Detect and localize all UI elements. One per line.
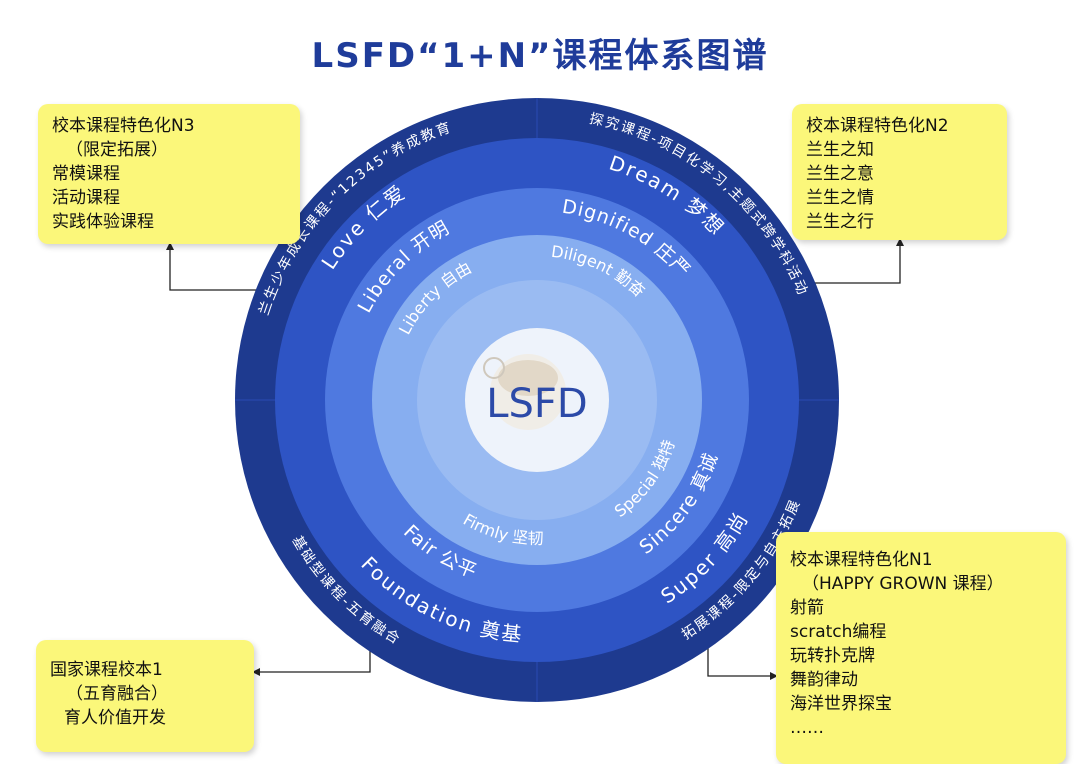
note-line: （HAPPY GROWN 课程） — [802, 574, 1004, 594]
connector-n2 — [790, 240, 901, 284]
center-label: LSFD — [486, 381, 587, 427]
note-line: 活动课程 — [52, 188, 120, 208]
note-line: （五育融合） — [66, 684, 168, 704]
note-line: 舞韵律动 — [790, 670, 858, 690]
note-line: 玩转扑克牌 — [790, 646, 875, 666]
note-line: （限定拓展） — [66, 140, 168, 160]
connector-n3 — [169, 244, 278, 291]
note-line: …… — [790, 718, 824, 738]
note-line: 国家课程校本1 — [50, 660, 163, 680]
note-line: 实践体验课程 — [52, 212, 154, 232]
note-school-curriculum-n2: 校本课程特色化N2 兰生之知 兰生之意 兰生之情 兰生之行 — [792, 104, 1007, 240]
segment-dividers — [235, 98, 839, 702]
note-line: 兰生之意 — [806, 164, 874, 184]
mascot-icon — [483, 354, 566, 430]
note-line: 常模课程 — [52, 164, 120, 184]
note-line: 兰生之情 — [806, 188, 874, 208]
note-line: 兰生之行 — [806, 212, 874, 232]
note-line: 兰生之知 — [806, 140, 874, 160]
note-national-curriculum: 国家课程校本1 （五育融合） 育人价值开发 — [36, 640, 254, 752]
note-line: 射箭 — [790, 598, 824, 618]
note-school-curriculum-n1: 校本课程特色化N1 （HAPPY GROWN 课程） 射箭 scratch编程 … — [776, 532, 1066, 764]
note-line: 校本课程特色化N1 — [790, 550, 933, 570]
note-line: 校本课程特色化N3 — [52, 116, 195, 136]
note-school-curriculum-n3: 校本课程特色化N3 （限定拓展） 常模课程 活动课程 实践体验课程 — [38, 104, 300, 244]
note-line: 育人价值开发 — [64, 708, 166, 728]
note-line: 校本课程特色化N2 — [806, 116, 949, 136]
note-line: scratch编程 — [790, 622, 887, 642]
page-title: LSFD“1+N”课程体系图谱 — [311, 36, 769, 76]
note-line: 海洋世界探宝 — [790, 694, 892, 714]
connector-arrowheads — [166, 238, 904, 680]
